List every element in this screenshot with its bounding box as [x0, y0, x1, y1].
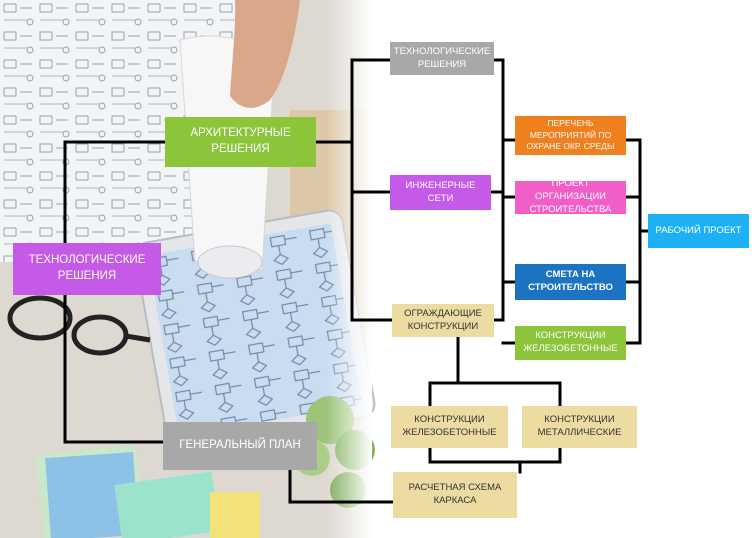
node-label: КОНСТРУКЦИИ ЖЕЛЕЗОБЕТОННЫЕ — [523, 330, 618, 354]
glasses-left-lens — [7, 295, 73, 341]
node-construction-organization: ПРОЕКТ ОРГАНИЗАЦИИ СТРОИТЕЛЬСТВА — [515, 178, 626, 215]
node-label: АРХИТЕКТУРНЫЕ РЕШЕНИЯ — [190, 127, 291, 155]
sticky-note-mint — [114, 471, 220, 538]
node-metal-structures: КОНСТРУКЦИИ МЕТАЛЛИЧЕСКИЕ — [522, 406, 637, 448]
node-working-project: РАБОЧИЙ ПРОЕКТ — [648, 214, 749, 248]
node-label: ТЕХНОЛОГИЧЕСКИЕ РЕШЕНИЯ — [28, 254, 146, 282]
hand — [230, 0, 300, 108]
node-label: ПРОЕКТ ОРГАНИЗАЦИИ СТРОИТЕЛЬСТВА — [529, 178, 612, 215]
node-frame-calculation-scheme: РАСЧЕТНАЯ СХЕМА КАРКАСА — [393, 472, 517, 518]
node-construction-estimate: СМЕТА НА СТРОИТЕЛЬСТВО — [515, 264, 626, 300]
node-tech-solutions-top: ТЕХНОЛОГИЧЕСКИЕ РЕШЕНИЯ — [390, 42, 494, 75]
node-label: ОГРАЖДАЮЩИЕ КОНСТРУКЦИИ — [404, 307, 482, 332]
node-architectural-solutions: АРХИТЕКТУРНЫЕ РЕШЕНИЯ — [165, 117, 316, 167]
node-tech-solutions-left: ТЕХНОЛОГИЧЕСКИЕ РЕШЕНИЯ — [13, 243, 161, 295]
sticky-note-blue — [45, 452, 139, 538]
sticky-note-yellow — [210, 492, 260, 538]
node-label: РАСЧЕТНАЯ СХЕМА КАРКАСА — [408, 482, 502, 506]
node-label: ИНЖЕНЕРНЫЕ СЕТИ — [405, 179, 476, 204]
node-label: КОНСТРУКЦИИ МЕТАЛЛИЧЕСКИЕ — [537, 414, 622, 438]
node-label: ГЕНЕРАЛЬНЫЙ ПЛАН — [179, 439, 301, 452]
node-environmental-measures: ПЕРЕЧЕНЬ МЕРОПРИЯТИЙ ПО ОХРАНЕ ОКР. СРЕД… — [515, 116, 626, 155]
node-label: ПЕРЕЧЕНЬ МЕРОПРИЯТИЙ ПО ОХРАНЕ ОКР. СРЕД… — [526, 118, 615, 152]
connector-line — [624, 138, 642, 345]
connector-line — [428, 446, 522, 464]
node-general-plan: ГЕНЕРАЛЬНЫЙ ПЛАН — [163, 422, 317, 470]
node-rc-structures-bottom: КОНСТРУКЦИИ ЖЕЛЕЗОБЕТОННЫЕ — [391, 406, 508, 448]
node-engineering-networks: ИНЖЕНЕРНЫЕ СЕТИ — [390, 175, 491, 210]
glasses-temple — [125, 333, 151, 343]
connectors — [63, 58, 650, 504]
node-label: СМЕТА НА СТРОИТЕЛЬСТВО — [528, 269, 613, 293]
node-enclosing-structures: ОГРАЖДАЮЩИЕ КОНСТРУКЦИИ — [392, 304, 494, 337]
node-label: КОНСТРУКЦИИ ЖЕЛЕЗОБЕТОННЫЕ — [402, 414, 497, 438]
tablet-flowchart — [147, 223, 363, 437]
connector-line — [288, 468, 395, 504]
connector-line — [63, 140, 165, 444]
background-photo — [0, 0, 376, 538]
node-label: РАБОЧИЙ ПРОЕКТ — [655, 224, 742, 236]
glasses-right-lens — [71, 314, 129, 356]
node-label: ТЕХНОЛОГИЧЕСКИЕ РЕШЕНИЯ — [393, 45, 491, 70]
photo-fade — [326, 0, 372, 538]
connector-line — [518, 446, 562, 464]
connector-line — [492, 58, 505, 322]
node-rc-structures-right: КОНСТРУКЦИИ ЖЕЛЕЗОБЕТОННЫЕ — [515, 326, 626, 360]
paper-roll-end — [197, 245, 263, 279]
